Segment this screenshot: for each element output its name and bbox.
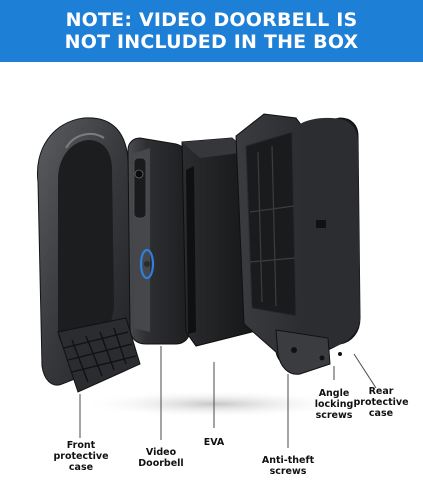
- front-protective-case: [36, 117, 141, 393]
- banner-line-2: NOT INCLUDED IN THE BOX: [64, 31, 359, 53]
- floor-shadow: [80, 390, 350, 418]
- label-anti-theft-screws: Anti-theft screws: [261, 455, 315, 477]
- label-rear-protective-case: Rear protective case: [353, 386, 409, 419]
- label-eva: EVA: [203, 437, 225, 448]
- callout-lines: [79, 346, 377, 448]
- product-scene: Front protective case Video Doorbell EVA…: [0, 62, 423, 500]
- label-video-doorbell: Video Doorbell: [138, 447, 184, 469]
- doorbell-button-ring: [139, 248, 155, 280]
- video-doorbell: [127, 137, 191, 345]
- eva-pad: [181, 137, 253, 347]
- rear-protective-case: [235, 113, 361, 375]
- banner-line-1: NOTE: VIDEO DOORBELL IS: [65, 9, 358, 31]
- label-angle-locking-screws: Angle locking screws: [314, 388, 354, 421]
- label-front-protective-case: Front protective case: [53, 440, 109, 473]
- exploded-product-illustration: [36, 113, 377, 448]
- note-banner: NOTE: VIDEO DOORBELL IS NOT INCLUDED IN …: [0, 0, 423, 62]
